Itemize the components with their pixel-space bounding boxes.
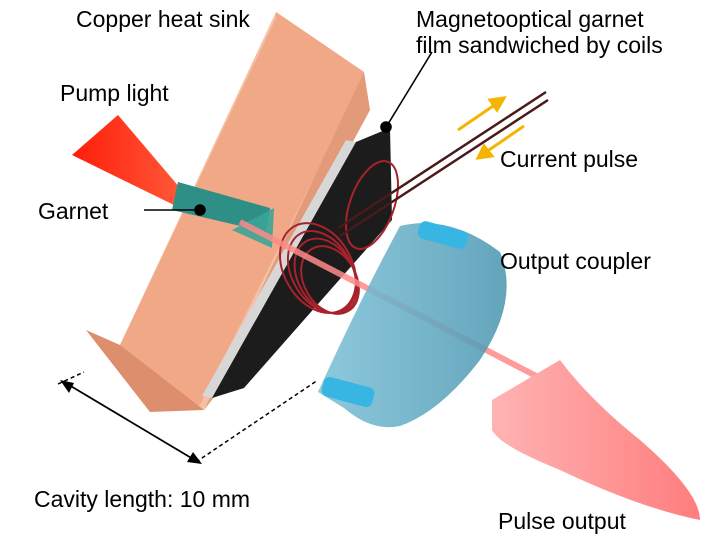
label-output-coupler: Output coupler	[500, 248, 651, 274]
leader-lines	[144, 51, 433, 216]
garnet-leader-dot	[194, 204, 206, 216]
coil-assembly	[279, 160, 399, 315]
cavity-length-arrow	[63, 381, 199, 463]
label-current-pulse: Current pulse	[500, 146, 639, 172]
label-pulse-output: Pulse output	[498, 508, 626, 534]
current-wires	[337, 90, 549, 238]
label-cavity-length: Cavity length: 10 mm	[34, 486, 251, 512]
output-coupler-tab-top	[417, 221, 469, 249]
film-plate-edge	[202, 140, 356, 398]
heat-sink-side-face	[86, 330, 204, 412]
output-coupler-body	[318, 223, 507, 428]
cavity-length-dimension	[57, 371, 319, 464]
label-garnet-film-line2: film sandwiched by coils	[416, 32, 663, 58]
pulse-output-cone	[492, 360, 700, 520]
label-pump-light: Pump light	[60, 80, 169, 106]
current-pulse-arrows	[457, 96, 525, 160]
output-coupler-lens	[318, 221, 507, 428]
pump-light-cone	[72, 115, 186, 206]
film-leader-dot	[380, 121, 392, 133]
label-copper-heat-sink: Copper heat sink	[76, 6, 250, 32]
output-coupler-tab-bottom	[321, 376, 375, 408]
label-garnet-film-line1: Magnetooptical garnet	[416, 6, 644, 32]
label-garnet: Garnet	[38, 198, 109, 224]
